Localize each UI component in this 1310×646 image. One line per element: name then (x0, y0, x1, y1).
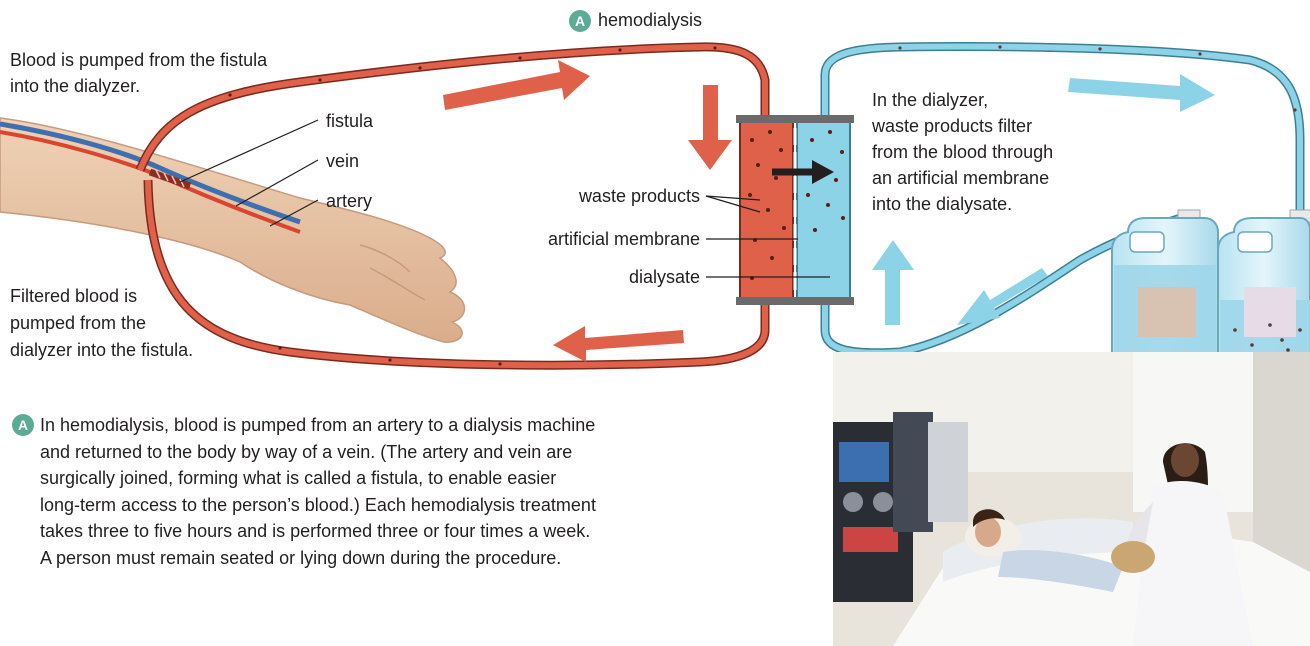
dialysate-container-used (1217, 209, 1310, 371)
annotation-line: from the blood through (872, 142, 1054, 162)
dialyzer (736, 115, 854, 305)
caption-badge: A (12, 414, 34, 436)
label-dialysate: dialysate (629, 267, 700, 287)
dialyzer-dialysate-side (796, 119, 851, 301)
diagram-title: hemodialysis (598, 10, 703, 30)
flow-arrows (443, 60, 1215, 362)
caption-line: A person must remain seated or lying dow… (40, 547, 562, 568)
dialysate-tube-dots (898, 45, 1297, 112)
annotation-line: In the dialyzer, (872, 90, 989, 110)
annotation-line: Filtered blood is (10, 286, 138, 306)
caption-text: In hemodialysis, blood is pumped from an… (40, 412, 596, 571)
caption-line: surgically joined, forming what is calle… (40, 468, 557, 488)
caption-line: and returned to the body by way of a vei… (40, 441, 573, 462)
label-artificial-membrane: artificial membrane (548, 229, 700, 249)
blood-tube-dots (228, 46, 717, 366)
annotation-line: waste products filter (872, 116, 1033, 136)
annotation-line: dialyzer into the fistula. (10, 340, 194, 360)
dialysis-patient-photo (833, 352, 1310, 646)
arm-illustration (0, 117, 466, 343)
title-badge: A (569, 10, 591, 32)
label-artery: artery (326, 191, 372, 211)
caption-line: takes three to five hours and is perform… (40, 521, 591, 541)
annotation-line: an artificial membrane (872, 168, 1050, 188)
dialysate-container-fresh (1111, 209, 1219, 371)
label-waste-products: waste products (578, 186, 700, 206)
annotation-line: into the dialysate. (872, 194, 1013, 214)
caption-line: In hemodialysis, blood is pumped from an… (40, 415, 596, 435)
caption-line: long-term access to the person’s blood.)… (40, 494, 596, 515)
annotation-line: into the dialyzer. (10, 76, 141, 96)
label-fistula: fistula (326, 111, 374, 131)
annotation-line: Blood is pumped from the fistula (10, 50, 268, 70)
dialysis-machine (833, 412, 968, 602)
annotation-line: pumped from the (10, 313, 147, 333)
label-vein: vein (326, 151, 359, 171)
leader-lines (179, 119, 830, 278)
